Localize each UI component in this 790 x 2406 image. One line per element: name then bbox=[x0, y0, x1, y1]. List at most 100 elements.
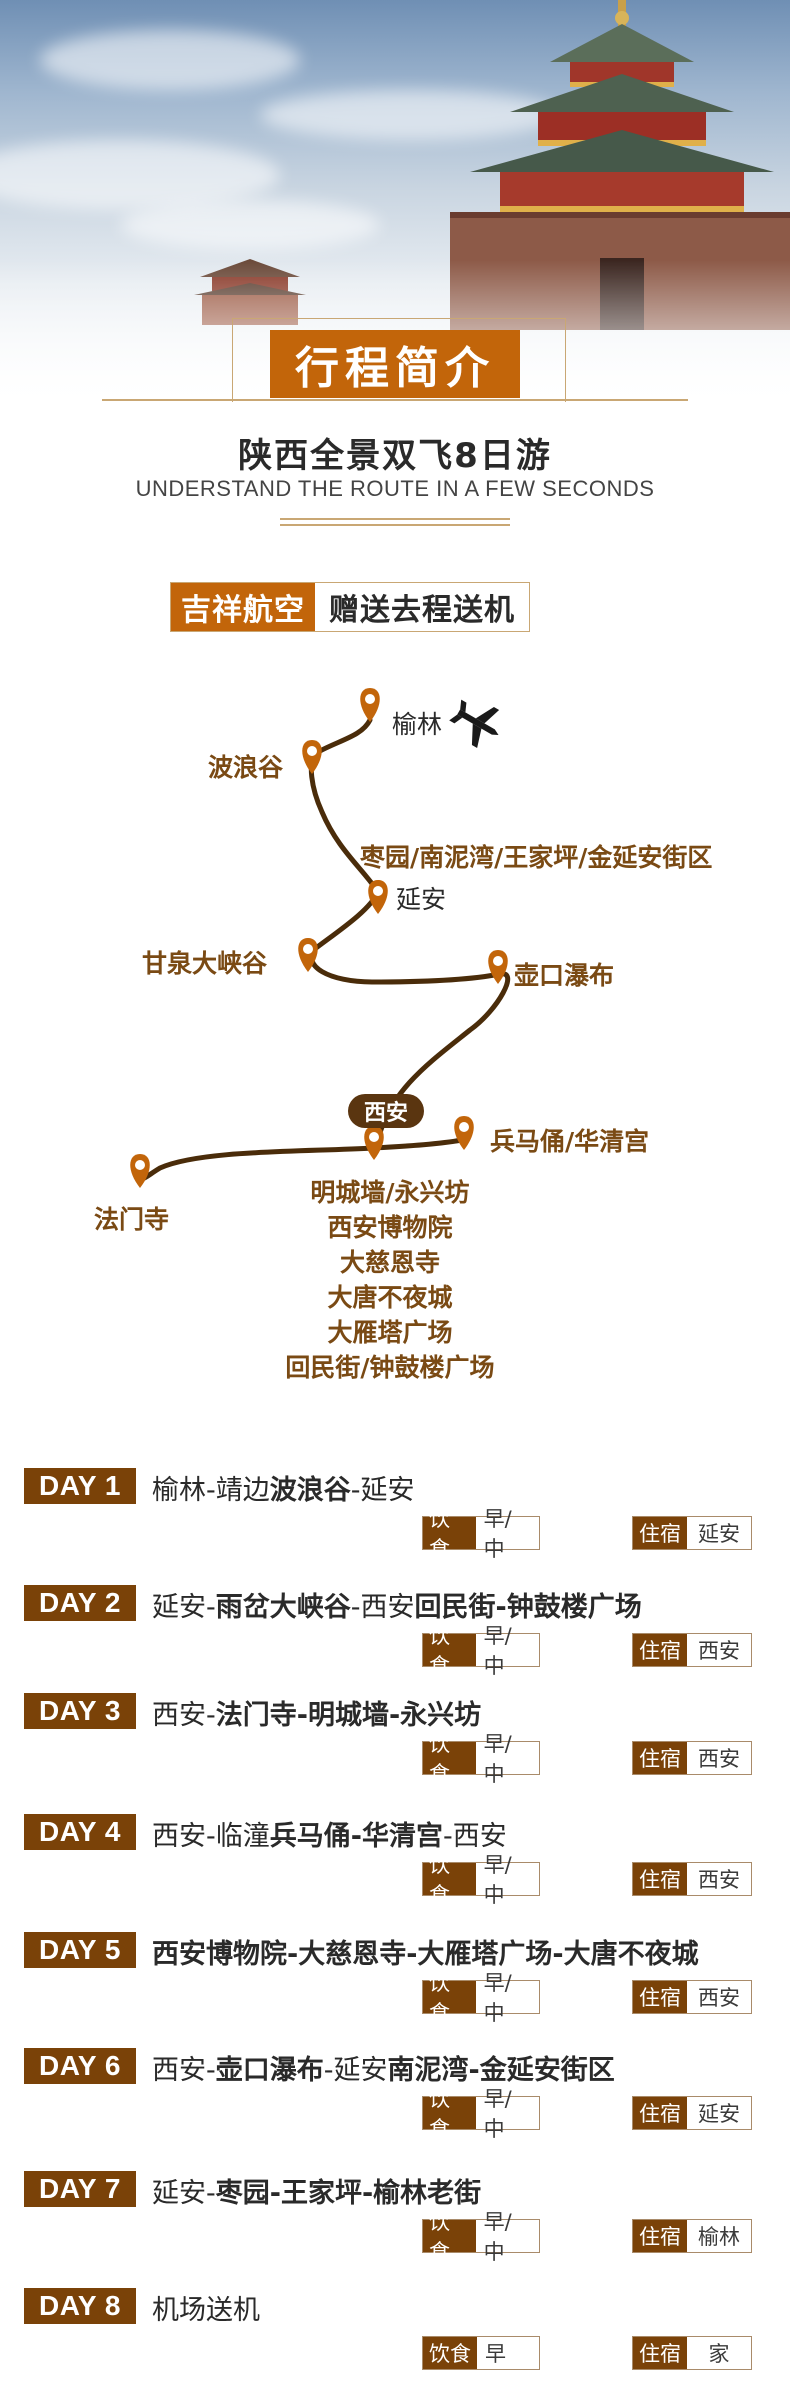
route-segment: 南泥湾-金延安街区 bbox=[387, 2055, 615, 2086]
meal-info: 饮食早/中 bbox=[422, 2087, 540, 2141]
meal-key: 饮食 bbox=[423, 1732, 476, 1786]
meal-key: 饮食 bbox=[423, 1507, 476, 1561]
day-route: 机场送机 bbox=[152, 2288, 260, 2327]
route-segment: 延安- bbox=[152, 1592, 216, 1623]
route-segment: 西安-临潼 bbox=[152, 1821, 270, 1852]
stay-value: 西安 bbox=[698, 1868, 740, 1892]
page-title: 行程简介 bbox=[270, 330, 520, 398]
route-map bbox=[130, 688, 511, 1188]
stay-info: 住宿西安 bbox=[632, 1633, 752, 1667]
pin-icon bbox=[302, 740, 322, 774]
pin-icon bbox=[364, 1126, 384, 1160]
meal-key: 饮食 bbox=[423, 2210, 476, 2264]
route-segment: 延安- bbox=[152, 2178, 216, 2209]
meal-key: 饮食 bbox=[423, 1853, 476, 1907]
stay-value: 榆林 bbox=[698, 2225, 740, 2249]
xian-site: 大慈恩寺 bbox=[339, 1248, 440, 1277]
route-segment: 回民街-钟鼓楼广场 bbox=[414, 1592, 642, 1623]
day-route: 延安-枣园-王家坪-榆林老街 bbox=[152, 2171, 481, 2210]
tour-tagline: UNDERSTAND THE ROUTE IN A FEW SECONDS bbox=[135, 476, 655, 501]
airline-offer: 赠送去程送机 bbox=[315, 583, 529, 631]
meal-value: 早/中 bbox=[483, 1624, 512, 1678]
tour-name: 陕西全景双飞8日游 bbox=[238, 436, 552, 476]
meal-key: 饮食 bbox=[423, 2337, 477, 2369]
day-badge: DAY 4 bbox=[24, 1814, 136, 1850]
day-badge: DAY 7 bbox=[24, 2171, 136, 2207]
pin-icon bbox=[360, 688, 380, 722]
map-label-hukou: 壶口瀑布 bbox=[514, 961, 615, 990]
stay-info: 住宿西安 bbox=[632, 1980, 752, 2014]
stay-info: 住宿家 bbox=[632, 2336, 752, 2370]
map-label-yulin: 榆林 bbox=[392, 710, 443, 739]
pin-icon bbox=[454, 1116, 474, 1150]
day-badge: DAY 2 bbox=[24, 1585, 136, 1621]
day-badge: DAY 3 bbox=[24, 1693, 136, 1729]
meal-value: 早/中 bbox=[483, 1732, 512, 1786]
stay-info: 住宿榆林 bbox=[632, 2219, 752, 2253]
route-segment: 雨岔大峡谷 bbox=[215, 1592, 351, 1623]
stay-key: 住宿 bbox=[633, 1863, 687, 1895]
xian-site: 明城墙/永兴坊 bbox=[310, 1178, 470, 1207]
meal-info: 饮食早/中 bbox=[422, 1624, 540, 1678]
meal-key: 饮食 bbox=[423, 2087, 476, 2141]
stay-key: 住宿 bbox=[633, 2337, 687, 2369]
day-row: DAY 8 机场送机饮食早 住宿家 bbox=[0, 2288, 790, 2388]
route-segment: 波浪谷 bbox=[269, 1475, 351, 1506]
xian-sites-list: 明城墙/永兴坊 西安博物院 大慈恩寺 大唐不夜城 大雁塔广场 回民街/钟鼓楼广场 bbox=[220, 1175, 560, 1385]
map-label-bolanggu: 波浪谷 bbox=[208, 753, 284, 782]
day-badge: DAY 1 bbox=[24, 1468, 136, 1504]
day-route: 西安博物院-大慈恩寺-大雁塔广场-大唐不夜城 bbox=[152, 1932, 699, 1971]
meal-value: 早/中 bbox=[483, 2087, 512, 2141]
stay-info: 住宿西安 bbox=[632, 1862, 752, 1896]
pin-icon bbox=[130, 1154, 150, 1188]
route-segment: 法门寺-明城墙-永兴坊 bbox=[215, 1700, 482, 1731]
xian-site: 大雁塔广场 bbox=[327, 1318, 453, 1347]
day-route: 西安-法门寺-明城墙-永兴坊 bbox=[152, 1693, 481, 1732]
route-segment: -西安 bbox=[350, 1592, 415, 1623]
meal-value: 早/中 bbox=[483, 1507, 512, 1561]
day-badge: DAY 8 bbox=[24, 2288, 136, 2324]
stay-value: 家 bbox=[708, 2342, 730, 2366]
day-route: 西安-壶口瀑布-延安南泥湾-金延安街区 bbox=[152, 2048, 615, 2087]
xian-site: 西安博物院 bbox=[327, 1213, 453, 1242]
stay-key: 住宿 bbox=[633, 2097, 687, 2129]
stay-key: 住宿 bbox=[633, 1981, 687, 2013]
meal-key: 饮食 bbox=[423, 1624, 476, 1678]
map-label-bingmayong: 兵马俑/华清宫 bbox=[490, 1127, 650, 1156]
subtitle-divider bbox=[280, 518, 510, 520]
xian-site: 大唐不夜城 bbox=[327, 1283, 453, 1312]
route-segment: -延安 bbox=[350, 1475, 415, 1506]
route-segment: 兵马俑-华清宫 bbox=[269, 1821, 443, 1852]
route-line bbox=[137, 717, 511, 1183]
meal-info: 饮食早/中 bbox=[422, 1507, 540, 1561]
day-row: DAY 2 延安-雨岔大峡谷-西安回民街-钟鼓楼广场饮食早/中 住宿西安 bbox=[0, 1585, 790, 1685]
stay-value: 延安 bbox=[698, 1522, 740, 1546]
map-label-xian: 西安 bbox=[348, 1094, 424, 1128]
day-route: 延安-雨岔大峡谷-西安回民街-钟鼓楼广场 bbox=[152, 1585, 642, 1624]
pin-icon bbox=[298, 938, 318, 972]
day-route: 榆林-靖边波浪谷-延安 bbox=[152, 1468, 415, 1507]
title-frame bbox=[232, 318, 566, 402]
meal-info: 饮食早 bbox=[422, 2336, 540, 2370]
meal-info: 饮食早/中 bbox=[422, 2210, 540, 2264]
map-label-ganquan: 甘泉大峡谷 bbox=[142, 949, 268, 978]
meal-key: 饮食 bbox=[423, 1971, 476, 2025]
subtitle-divider bbox=[280, 524, 510, 526]
route-segment: 枣园-王家坪-榆林老街 bbox=[215, 2178, 482, 2209]
stay-value: 西安 bbox=[698, 1986, 740, 2010]
map-label-famensi: 法门寺 bbox=[94, 1205, 170, 1234]
route-segment: 壶口瀑布 bbox=[215, 2055, 324, 2086]
meal-value: 早 bbox=[485, 2342, 506, 2366]
pin-icon bbox=[488, 950, 508, 984]
route-segment: 榆林-靖边 bbox=[152, 1475, 270, 1506]
route-segment: -西安 bbox=[442, 1821, 507, 1852]
meal-info: 饮食早/中 bbox=[422, 1853, 540, 1907]
meal-value: 早/中 bbox=[483, 1853, 512, 1907]
day-row: DAY 4 西安-临潼兵马俑-华清宫-西安饮食早/中 住宿西安 bbox=[0, 1814, 790, 1914]
route-segment: 机场送机 bbox=[152, 2295, 260, 2326]
map-label-yanan: 延安 bbox=[396, 885, 447, 914]
